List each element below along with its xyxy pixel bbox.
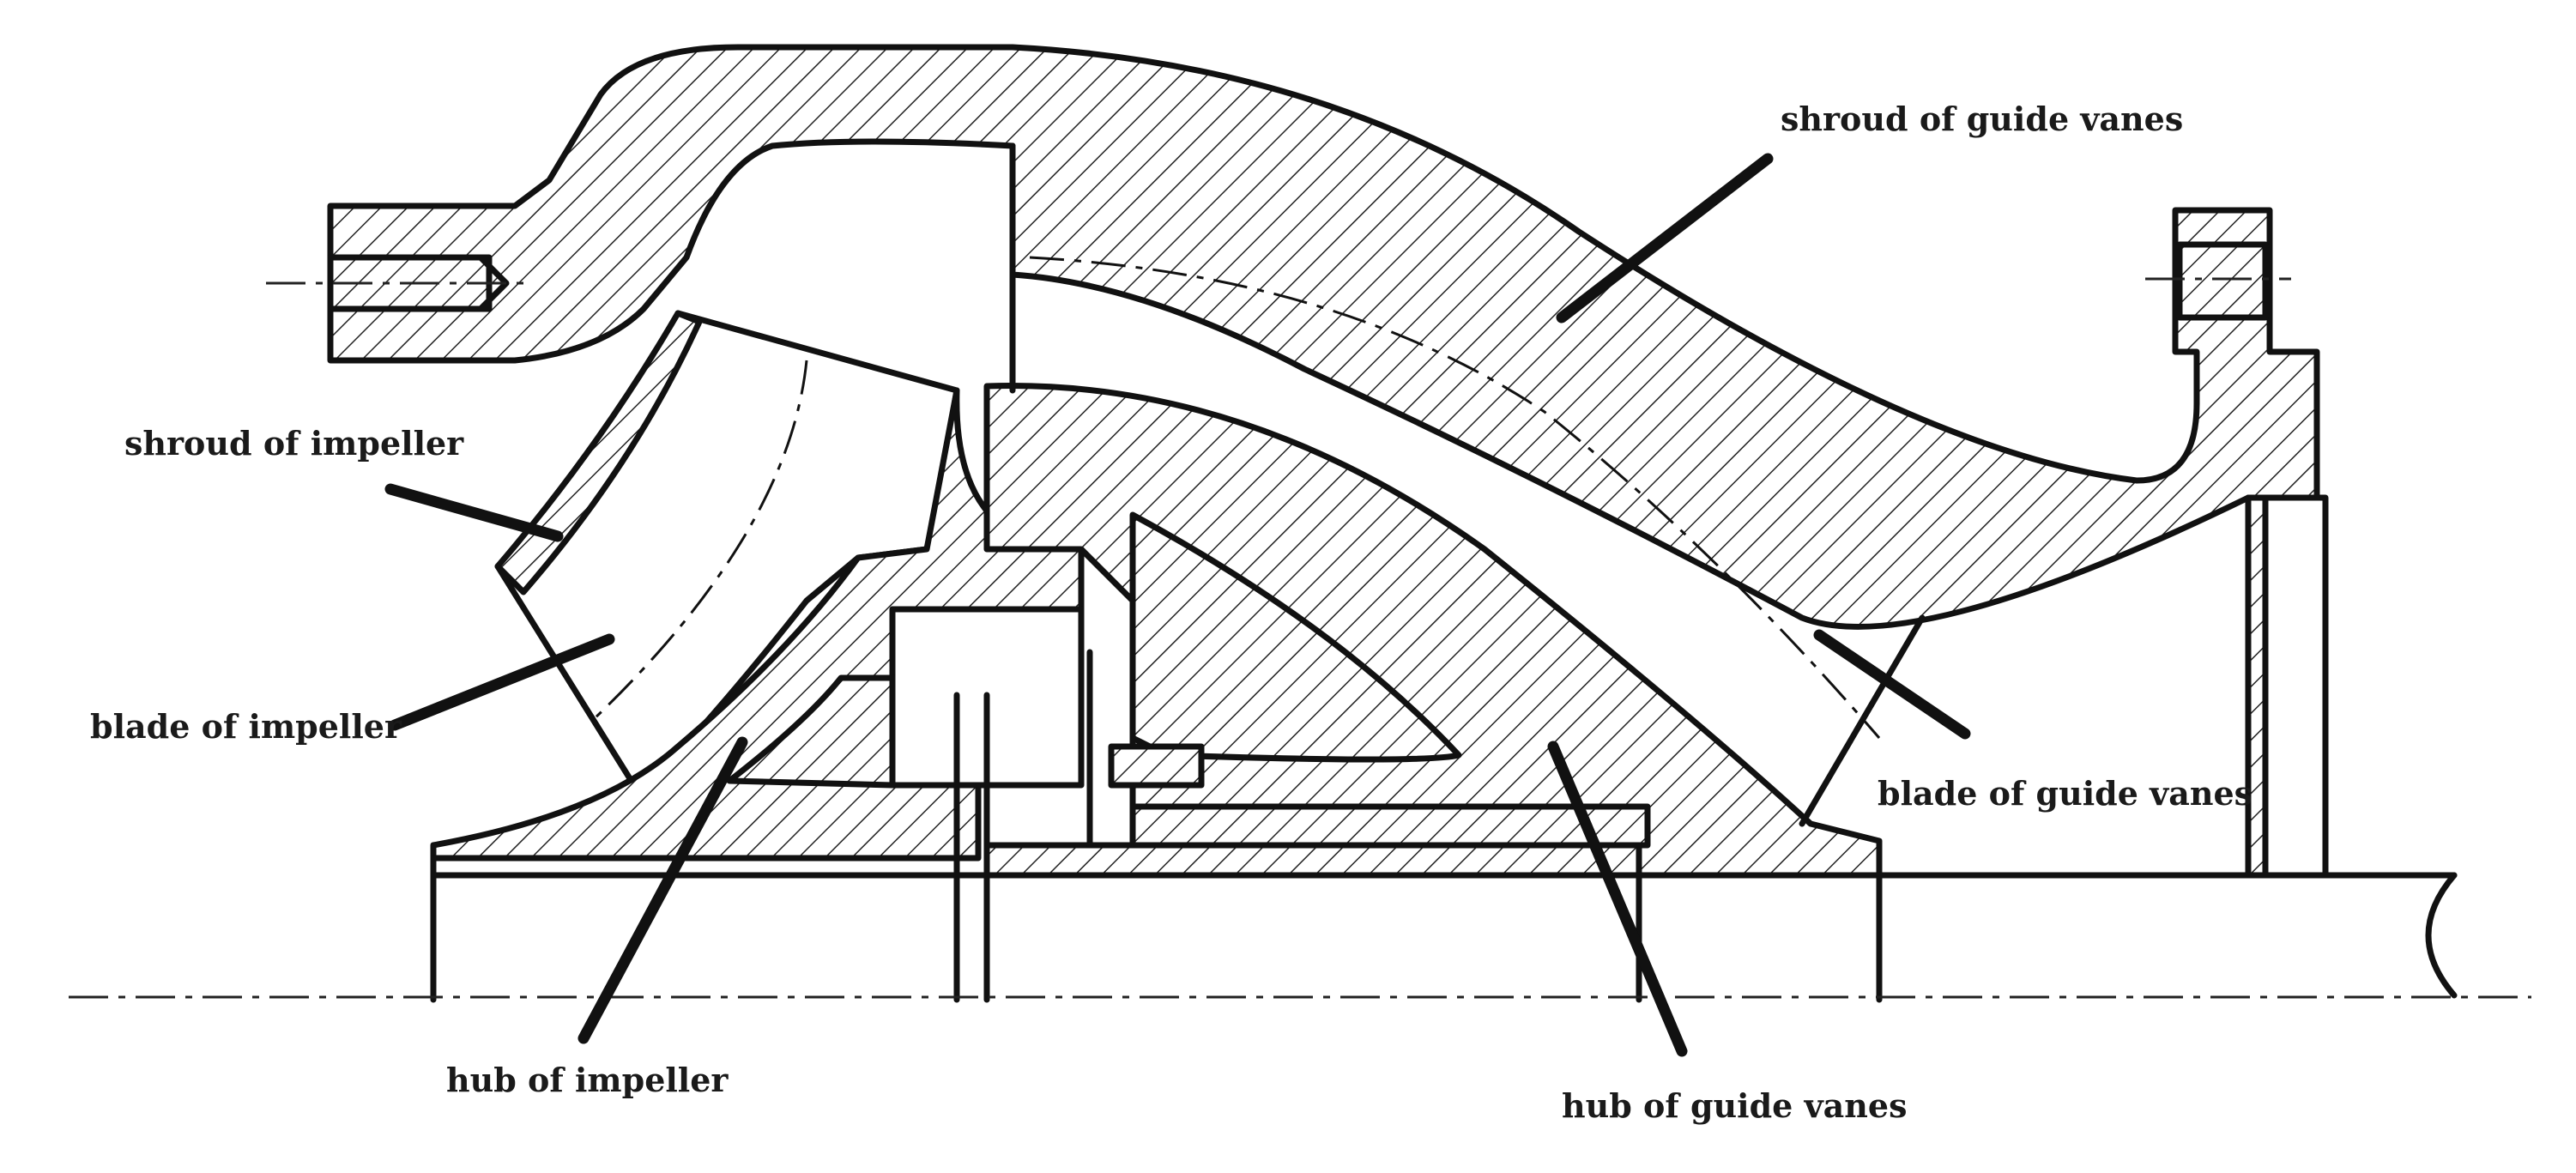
shroud-of-guide-vanes-part xyxy=(327,44,2320,879)
guide-hub-inner-cavity xyxy=(1129,511,1462,763)
impeller-hub-inner-pocket xyxy=(726,674,896,789)
leader-blade-of-guide-vanes xyxy=(1813,629,1971,740)
leader-hub-of-impeller xyxy=(577,736,748,1044)
label-shroud-of-guide-vanes: shroud of guide vanes xyxy=(1781,100,2183,138)
impeller-blade-midline xyxy=(590,360,808,723)
guide-vane-midline xyxy=(1029,256,1881,739)
label-shroud-of-impeller: shroud of impeller xyxy=(124,424,464,463)
guide-hub-bore xyxy=(1129,803,1651,849)
label-blade-of-impeller: blade of impeller xyxy=(90,707,402,746)
label-hub-of-impeller: hub of impeller xyxy=(446,1061,729,1099)
leader-shroud-of-impeller xyxy=(384,483,564,542)
leader-blade-of-impeller xyxy=(389,633,615,731)
label-hub-of-guide-vanes: hub of guide vanes xyxy=(1562,1086,1908,1125)
shaft-break-line xyxy=(2425,872,2458,999)
leader-hub-of-guide-vanes xyxy=(1547,741,1688,1057)
leader-shroud-of-guide-vanes xyxy=(1556,153,1774,323)
hub-bolt xyxy=(1108,743,1205,789)
label-blade-of-guide-vanes: blade of guide vanes xyxy=(1878,774,2252,813)
right-flange-slot xyxy=(2176,241,2269,321)
